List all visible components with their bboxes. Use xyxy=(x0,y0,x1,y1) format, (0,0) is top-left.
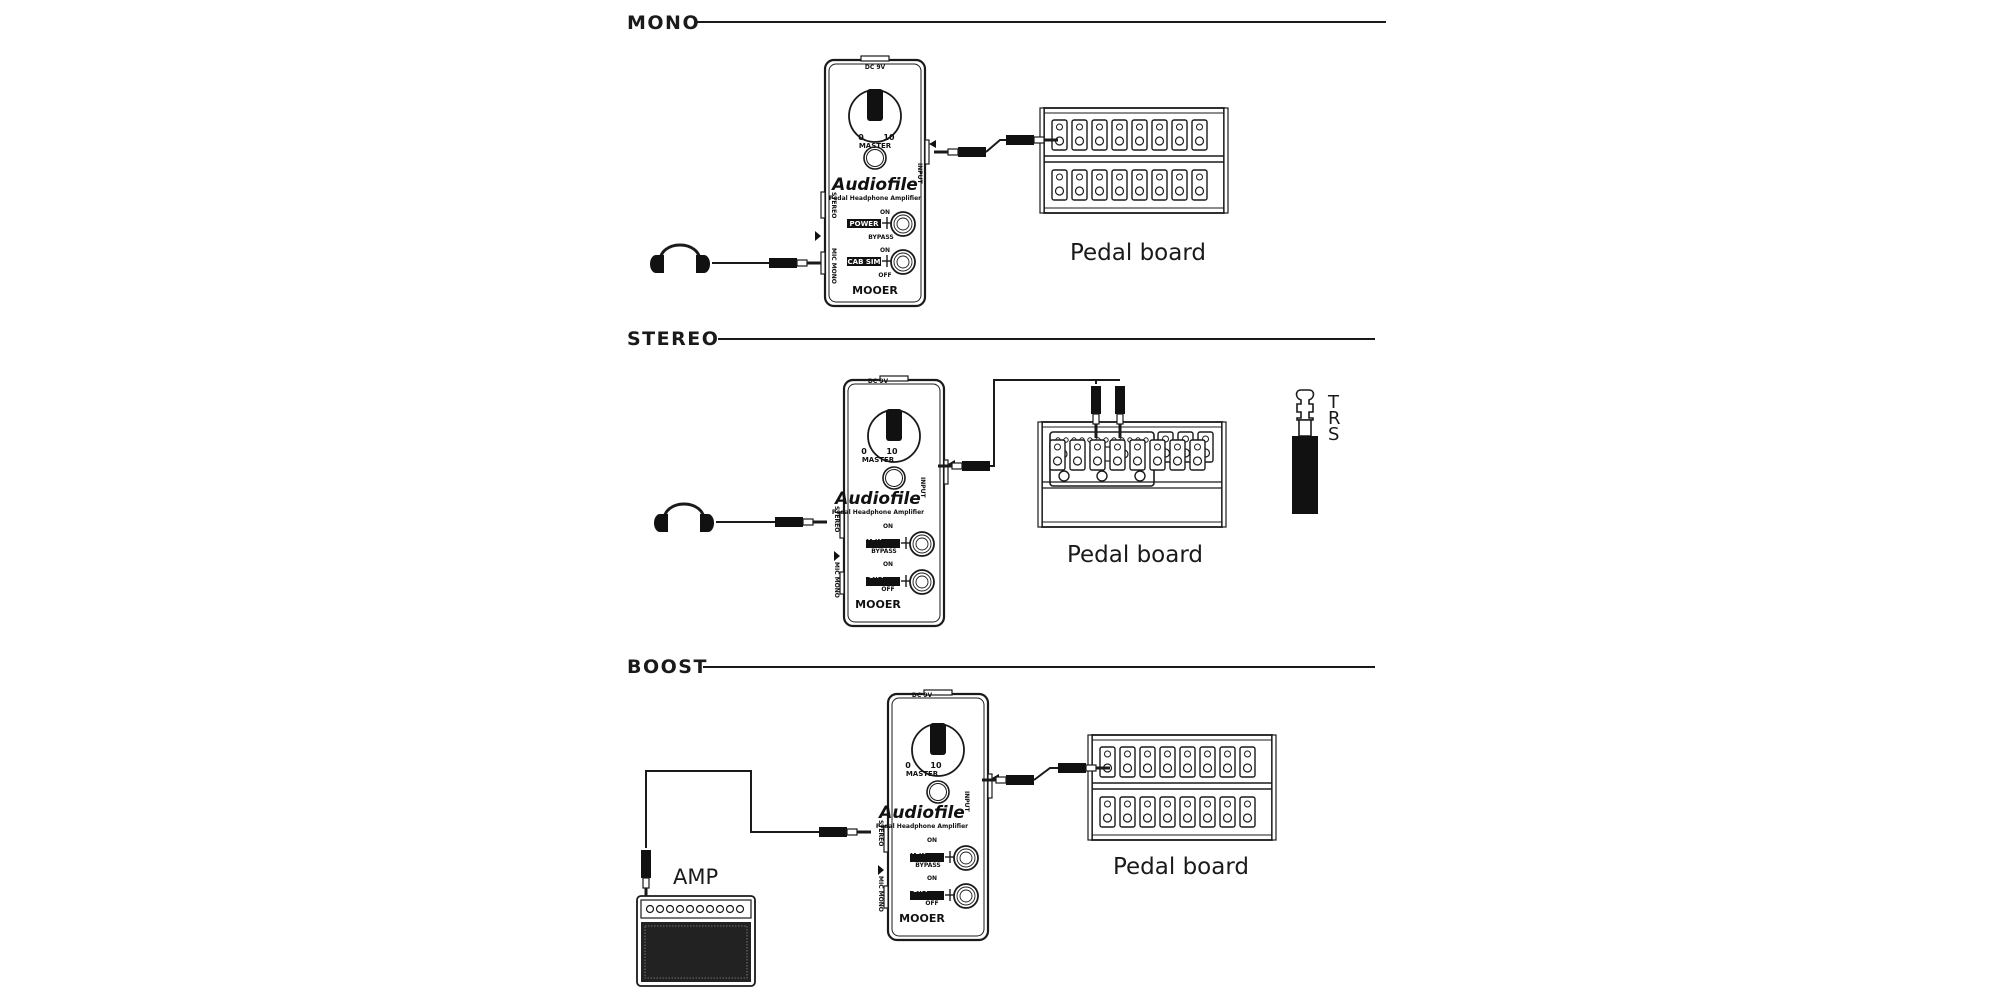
knob-max-label: 10 xyxy=(930,761,942,770)
power-bypass-label: BYPASS xyxy=(868,234,893,241)
pedal-subtitle: Pedal Headphone Amplifier xyxy=(876,823,968,830)
pedal-board xyxy=(1088,735,1276,840)
cabsim-switch-label: CAB SIM xyxy=(895,886,928,894)
cabsim-switch-label: CAB SIM xyxy=(848,258,881,266)
jack-plug-icon xyxy=(1113,384,1127,440)
amp-label: AMP xyxy=(673,865,718,889)
section-boost: BOOST DC 9V 0 10 MASTER Audiofile Pedal … xyxy=(627,656,1375,987)
maker-logo: MOOER xyxy=(852,284,898,297)
input-jack-label: INPUT xyxy=(919,477,926,499)
brand-name: Audiofile xyxy=(877,803,965,823)
stereo-jack-label: STEREO xyxy=(830,192,837,218)
knob-min-label: 0 xyxy=(858,133,864,142)
stereo-cable xyxy=(990,379,1120,467)
master-knob-label: MASTER xyxy=(859,142,892,150)
stereo-jack-label: STEREO xyxy=(877,820,884,846)
dc-jack-label: DC 9V xyxy=(868,378,889,385)
pedal-subtitle: Pedal Headphone Amplifier xyxy=(832,509,924,516)
maker-logo: MOOER xyxy=(855,598,901,611)
power-on-label: ON xyxy=(883,523,893,530)
pedal-board xyxy=(1040,108,1228,213)
dc-jack-label: DC 9V xyxy=(865,64,886,71)
input-jack-label: INPUT xyxy=(963,791,970,813)
maker-logo: MOOER xyxy=(899,912,945,925)
pedal-subtitle: Pedal Headphone Amplifier xyxy=(829,195,921,202)
master-knob-label: MASTER xyxy=(906,770,939,778)
cabsim-on-label: ON xyxy=(883,561,893,568)
cabsim-off-label: OFF xyxy=(878,272,891,279)
headphones-icon xyxy=(648,243,712,275)
master-knob-label: MASTER xyxy=(862,456,895,464)
pedal-audiofile: DC 9V 0 10 MASTER Audiofile Pedal Headph… xyxy=(813,54,938,308)
mono-jack-label: MIC MONO xyxy=(833,562,840,598)
cabsim-switch-label: CAB SIM xyxy=(851,572,884,580)
headphones-icon xyxy=(652,502,716,534)
jack-plug-icon xyxy=(773,515,829,529)
trs-ring-label: R xyxy=(1328,408,1341,429)
section-title-mono: MONO xyxy=(627,12,700,34)
power-on-label: ON xyxy=(927,837,937,844)
trs-plug-icon xyxy=(1292,389,1318,514)
pedal-board-label: Pedal board xyxy=(1067,542,1203,568)
input-jack-label: INPUT xyxy=(916,163,923,185)
jack-plug-icon xyxy=(932,145,988,159)
jack-plug-icon xyxy=(1004,133,1060,147)
input-cable xyxy=(1033,767,1062,781)
brand-name: Audiofile xyxy=(830,175,918,195)
power-switch-label: POWER xyxy=(853,534,883,542)
knob-max-label: 10 xyxy=(883,133,895,142)
jack-plug-icon xyxy=(639,848,653,904)
pedal-board-label: Pedal board xyxy=(1070,240,1206,266)
trs-tip-label: T xyxy=(1327,392,1340,413)
cabsim-off-label: OFF xyxy=(881,586,894,593)
stereo-pedal-board xyxy=(1037,421,1227,528)
knob-max-label: 10 xyxy=(886,447,898,456)
knob-min-label: 0 xyxy=(905,761,911,770)
pedal-audiofile: DC 9V 0 10 MASTER Audiofile Pedal Headph… xyxy=(832,374,957,628)
brand-name: Audiofile xyxy=(833,489,921,509)
mono-jack-label: MIC MONO xyxy=(830,248,837,284)
mono-jack-label: MIC MONO xyxy=(877,876,884,912)
power-bypass-label: BYPASS xyxy=(871,548,896,555)
pedal-audiofile: DC 9V 0 10 MASTER Audiofile Pedal Headph… xyxy=(876,688,1001,942)
section-title-stereo: STEREO xyxy=(627,328,719,350)
amp-cable xyxy=(645,770,820,848)
power-bypass-label: BYPASS xyxy=(915,862,940,869)
knob-min-label: 0 xyxy=(861,447,867,456)
cabsim-off-label: OFF xyxy=(925,900,938,907)
trs-sleeve-label: S xyxy=(1328,424,1339,445)
power-switch-label: POWER xyxy=(897,848,927,856)
section-title-boost: BOOST xyxy=(627,656,708,678)
section-stereo: STEREO DC 9V 0 10 MASTER Audiofile Pedal… xyxy=(627,328,1375,628)
jack-plug-icon xyxy=(1089,384,1103,440)
pedal-board-label: Pedal board xyxy=(1113,854,1249,880)
amp-icon xyxy=(636,895,756,987)
dc-jack-label: DC 9V xyxy=(912,692,933,699)
jack-plug-icon xyxy=(767,256,823,270)
section-mono: MONO DC 9V 0 10 MASTER Audiofile Pedal H… xyxy=(627,12,1386,308)
cabsim-on-label: ON xyxy=(880,247,890,254)
stereo-jack-label: STEREO xyxy=(833,506,840,532)
power-on-label: ON xyxy=(880,209,890,216)
jack-plug-icon xyxy=(817,825,873,839)
power-switch-label: POWER xyxy=(850,220,880,228)
cabsim-on-label: ON xyxy=(927,875,937,882)
